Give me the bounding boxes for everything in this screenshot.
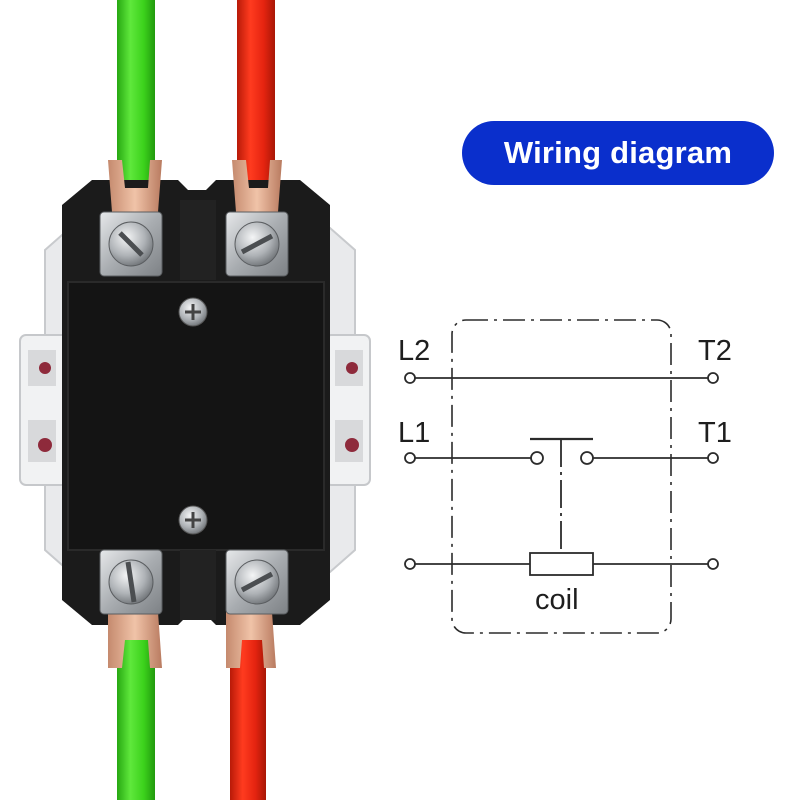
wiring-diagram-badge: Wiring diagram bbox=[462, 121, 774, 185]
terminal-coil-right bbox=[707, 558, 719, 570]
coil-icon bbox=[529, 552, 594, 576]
copper-tabs-top bbox=[108, 160, 282, 212]
wiring-schematic bbox=[404, 319, 719, 634]
contactor-enclosure bbox=[451, 319, 672, 634]
copper-tabs-bottom bbox=[108, 612, 276, 668]
contact-left bbox=[530, 451, 544, 465]
label-t2: T2 bbox=[698, 335, 732, 367]
terminal-coil-left bbox=[404, 558, 416, 570]
label-t1: T1 bbox=[698, 417, 732, 449]
contact-right bbox=[580, 451, 594, 465]
cover-screws bbox=[178, 297, 208, 535]
terminal-t2 bbox=[707, 372, 719, 384]
green-wire-top bbox=[117, 0, 155, 200]
terminal-l2 bbox=[404, 372, 416, 384]
label-l1: L1 bbox=[398, 417, 430, 449]
label-coil: coil bbox=[535, 584, 579, 616]
label-l2: L2 bbox=[398, 335, 430, 367]
screw-terminal-icon bbox=[99, 211, 289, 615]
terminal-t1 bbox=[707, 452, 719, 464]
terminal-l1 bbox=[404, 452, 416, 464]
contactor-icon bbox=[62, 180, 330, 625]
badge-title: Wiring diagram bbox=[503, 135, 733, 170]
